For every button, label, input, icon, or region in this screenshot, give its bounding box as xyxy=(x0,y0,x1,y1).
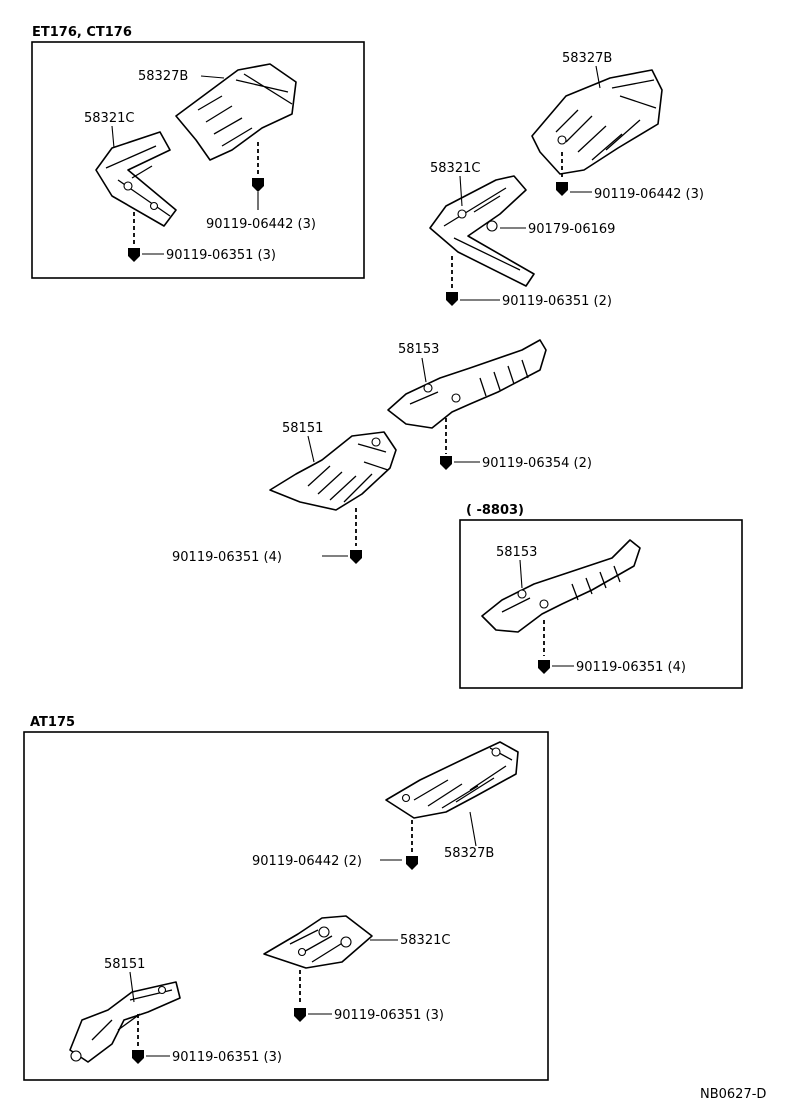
group-at175: AT175 58327B 90119-06442 (2) 58321C 9011… xyxy=(23,715,549,1081)
label-58327b-g1: 58327B xyxy=(138,69,188,84)
bolt-icon xyxy=(538,660,550,674)
label-bolt-06442-g1: 90119-06442 (3) xyxy=(206,217,316,232)
label-bolt-06442-g2: 90119-06442 (3) xyxy=(594,187,704,202)
bolt-icon xyxy=(556,182,568,196)
label-58321c-g2: 58321C xyxy=(430,161,480,176)
insulator-58327b-at175 xyxy=(385,741,519,819)
insulator-58151-at175 xyxy=(69,981,181,1063)
label-bolt-06442-g5: 90119-06442 (2) xyxy=(252,854,362,869)
bolt-icon xyxy=(294,1008,306,1022)
group-et176-ct176: ET176, CT176 58327B 58321C 90119-06442 (… xyxy=(31,25,365,279)
group-frame-to-8803 xyxy=(459,519,743,689)
bolt-icon xyxy=(128,248,140,262)
label-bolt-06354-g3: 90119-06354 (2) xyxy=(482,456,592,471)
insulator-58321c-at175 xyxy=(263,915,373,969)
label-bolt-06351-g4: 90119-06351 (4) xyxy=(576,660,686,675)
label-58151-g3: 58151 xyxy=(282,421,323,436)
group-title-et176-ct176: ET176, CT176 xyxy=(32,25,132,40)
group-middle: 58153 90119-06354 (2) 58151 90119-06351 … xyxy=(172,339,592,565)
label-58327b-g5: 58327B xyxy=(444,846,494,861)
group-upper-right: 58327B 90119-06442 (3) 58321C 90179-0616… xyxy=(429,51,704,309)
label-58321c-g1: 58321C xyxy=(84,111,134,126)
label-58153-g4: 58153 xyxy=(496,545,537,560)
bolt-icon xyxy=(446,292,458,306)
reference-code: NB0627-D xyxy=(700,1087,766,1102)
label-bolt-06351-g5a: 90119-06351 (3) xyxy=(334,1008,444,1023)
insulator-58327b-upper-left xyxy=(175,63,297,161)
group-title-at175: AT175 xyxy=(30,715,75,730)
insulator-58153-boxed xyxy=(481,539,641,633)
insulator-58327b-upper-right xyxy=(531,69,663,175)
bolt-icon xyxy=(252,178,264,192)
bolt-icon xyxy=(440,456,452,470)
label-bolt-06351-g5b: 90119-06351 (3) xyxy=(172,1050,282,1065)
group-frame-at175 xyxy=(23,731,549,1081)
label-bolt-06351-g2: 90119-06351 (2) xyxy=(502,294,612,309)
bolt-icon xyxy=(406,856,418,870)
group-to-8803: ( -8803) 58153 90119-06351 (4) xyxy=(459,503,743,689)
insulator-58151-middle xyxy=(269,431,397,511)
label-58327b-g2: 58327B xyxy=(562,51,612,66)
label-58153-g3: 58153 xyxy=(398,342,439,357)
label-bolt-06351-g3: 90119-06351 (4) xyxy=(172,550,282,565)
label-58321c-g5: 58321C xyxy=(400,933,450,948)
bolt-icon xyxy=(132,1050,144,1064)
label-bolt-06351-g1: 90119-06351 (3) xyxy=(166,248,276,263)
insulator-58153-middle xyxy=(387,339,547,429)
group-frame-et176-ct176 xyxy=(31,41,365,279)
bolt-icon xyxy=(350,550,362,564)
label-58151-g5: 58151 xyxy=(104,957,145,972)
group-title-to-8803: ( -8803) xyxy=(466,503,524,518)
insulator-58321c-upper-right xyxy=(429,175,535,287)
insulator-58321c-upper-left xyxy=(95,131,177,227)
label-bolt-06169-g2: 90179-06169 xyxy=(528,222,615,237)
